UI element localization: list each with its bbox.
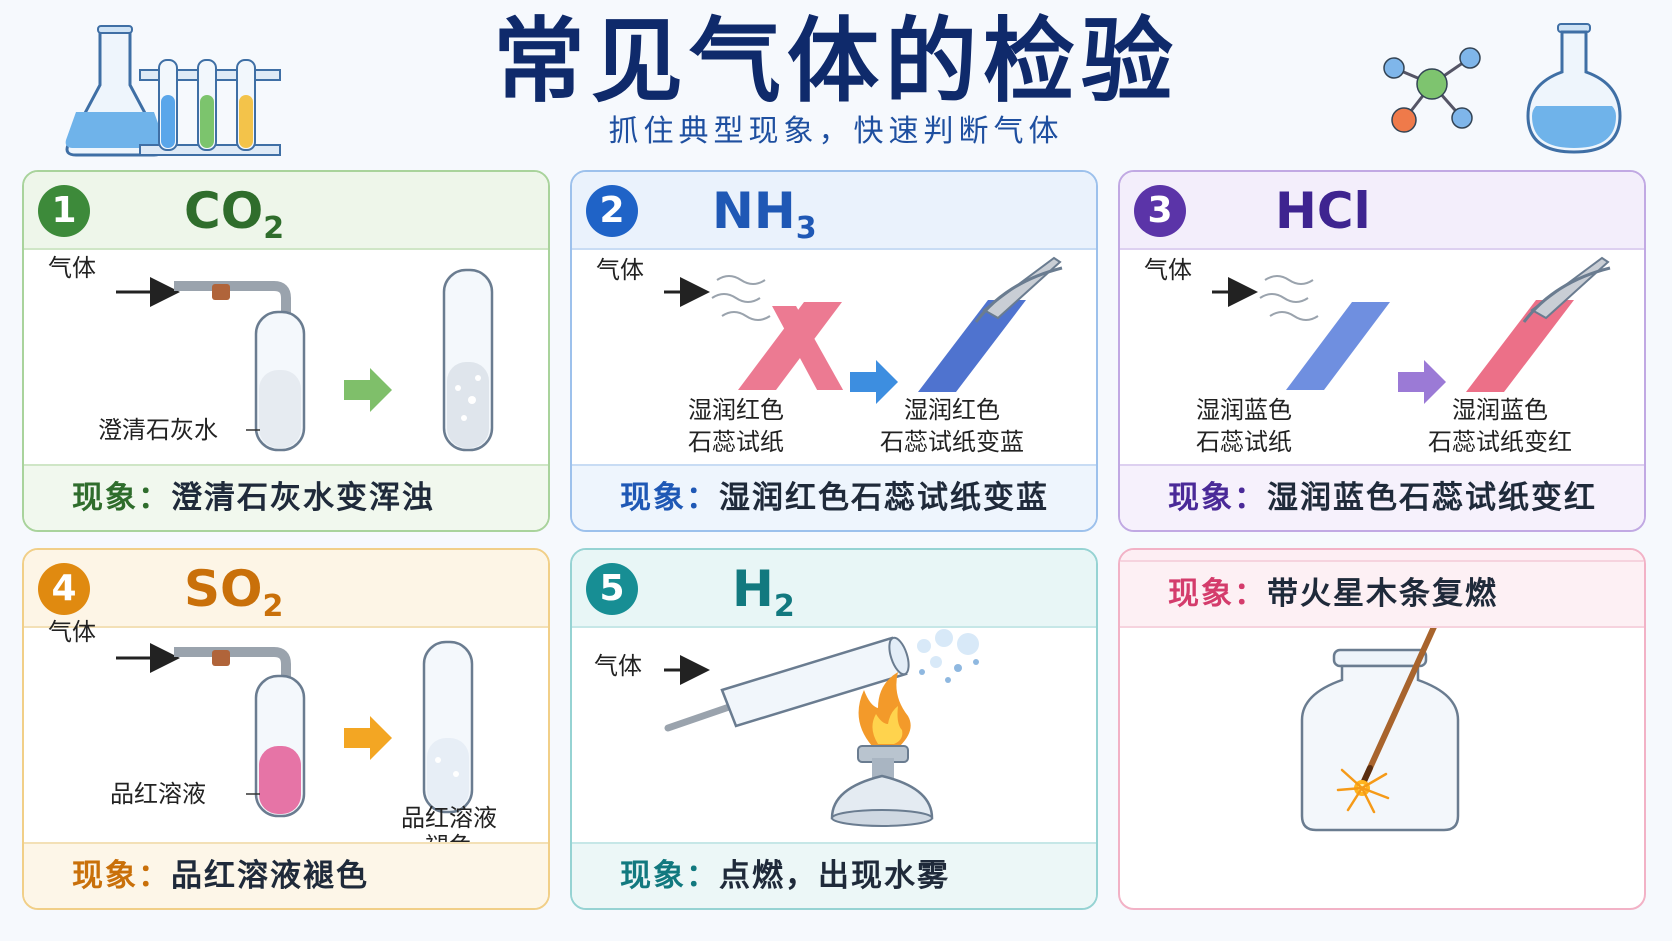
card-number: 4 bbox=[38, 563, 90, 615]
card-number: 5 bbox=[586, 563, 638, 615]
paper-before-label: 湿润蓝色石蕊试纸 bbox=[1196, 396, 1292, 456]
card-nh3: 2 NH3 气体 湿润红色石蕊试纸 湿润红色石蕊试纸变蓝 现象：湿润红色石蕊试纸… bbox=[570, 170, 1098, 532]
phenomenon-bar: 现象：湿润蓝色石蕊试纸变红 bbox=[1120, 464, 1644, 530]
card-header: 5 H2 bbox=[572, 550, 1096, 628]
gas-arrow-label: 气体 bbox=[48, 618, 96, 646]
gas-formula: H2 bbox=[732, 560, 795, 624]
card-co2: 1 CO2 气体 澄清石灰水 现象：澄清石灰水变浑浊 bbox=[22, 170, 550, 532]
molecule-illustration bbox=[1383, 47, 1481, 133]
card-header: 1 CO2 bbox=[24, 172, 548, 250]
card-number: 1 bbox=[38, 185, 90, 237]
gas-formula: NH3 bbox=[712, 182, 817, 246]
card-number: 2 bbox=[586, 185, 638, 237]
card-header: 4 SO2 bbox=[24, 550, 548, 628]
phenomenon-bar: 现象：湿润红色石蕊试纸变蓝 bbox=[572, 464, 1096, 530]
flask-tubes-illustration bbox=[65, 25, 281, 157]
nh3-litmus-test bbox=[664, 256, 1063, 404]
page-title: 常见气体的检验 bbox=[492, 8, 1179, 115]
phenomenon-text: 澄清石灰水变浑浊 bbox=[171, 480, 435, 516]
phenomenon-bar: 现象：品红溶液褪色 bbox=[24, 842, 548, 908]
card-h2: 5 H2 气体 现象：点燃，出现水雾 bbox=[570, 548, 1098, 910]
gas-formula: HCl bbox=[1275, 182, 1371, 240]
phenomenon-text: 湿润蓝色石蕊试纸变红 bbox=[1267, 480, 1597, 516]
o2-glowing-splint bbox=[1300, 628, 1460, 832]
reagent-label: 品红溶液 bbox=[110, 780, 206, 808]
phenomenon-label: 现象： bbox=[72, 480, 171, 516]
gas-arrow-label: 气体 bbox=[48, 254, 96, 282]
h2-combustion bbox=[664, 629, 979, 827]
gas-arrow-label: 气体 bbox=[594, 652, 642, 680]
card-number: 3 bbox=[1134, 185, 1186, 237]
gas-arrow-label: 气体 bbox=[596, 256, 644, 284]
reagent-label: 澄清石灰水 bbox=[98, 416, 218, 444]
gas-formula: CO2 bbox=[184, 182, 285, 246]
phenomenon-label: 现象： bbox=[1168, 576, 1267, 612]
phenomenon-text: 点燃，出现水雾 bbox=[719, 858, 950, 894]
card-header: 2 NH3 bbox=[572, 172, 1096, 250]
phenomenon-text: 带火星木条复燃 bbox=[1267, 576, 1498, 612]
card-so2: 4 SO2 气体 品红溶液 品红溶液褪色 现象：品红溶液褪色 bbox=[22, 548, 550, 910]
card-o2: 6 现象：带火星木条复燃 const data = JSON.parse(doc… bbox=[1118, 548, 1646, 910]
paper-before-label: 湿润红色石蕊试纸 bbox=[688, 396, 784, 456]
so2-apparatus bbox=[116, 640, 474, 818]
hcl-litmus-test bbox=[1212, 256, 1611, 404]
co2-apparatus bbox=[116, 268, 494, 452]
phenomenon-label: 现象： bbox=[620, 858, 719, 894]
round-flask-illustration bbox=[1526, 23, 1622, 154]
phenomenon-label: 现象： bbox=[620, 480, 719, 516]
card-hcl: 3 HCl 气体 湿润蓝色石蕊试纸 湿润蓝色石蕊试纸变红 现象：湿润蓝色石蕊试纸… bbox=[1118, 170, 1646, 532]
phenomenon-bar: 现象：澄清石灰水变浑浊 bbox=[24, 464, 548, 530]
phenomenon-text: 品红溶液褪色 bbox=[171, 858, 369, 894]
paper-after-label: 湿润红色石蕊试纸变蓝 bbox=[880, 396, 1024, 456]
phenomenon-bar: 现象：带火星木条复燃 bbox=[1120, 560, 1644, 626]
paper-after-label: 湿润蓝色石蕊试纸变红 bbox=[1428, 396, 1572, 456]
card-header: 3 HCl bbox=[1120, 172, 1644, 250]
phenomenon-label: 现象： bbox=[72, 858, 171, 894]
gas-arrow-label: 气体 bbox=[1144, 256, 1192, 284]
phenomenon-bar: 现象：点燃，出现水雾 bbox=[572, 842, 1096, 908]
card-header: 6 现象：带火星木条复燃 bbox=[1120, 550, 1644, 832]
page-subtitle: 抓住典型现象，快速判断气体 bbox=[608, 114, 1064, 149]
phenomenon-label: 现象： bbox=[1168, 480, 1267, 516]
phenomenon-text: 湿润红色石蕊试纸变蓝 bbox=[719, 480, 1049, 516]
gas-formula: SO2 bbox=[184, 560, 284, 624]
